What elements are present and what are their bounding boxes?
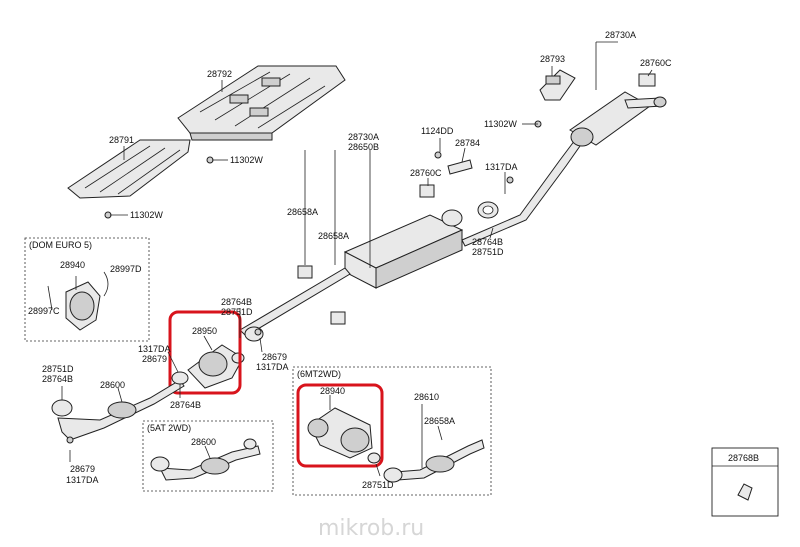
label-1317DA-center: 1317DA [256, 362, 289, 372]
label-28610: 28610 [414, 392, 439, 402]
heat-shield-28792[interactable] [177, 65, 346, 141]
label-1317DA-bottom: 1317DA [66, 475, 99, 485]
label-28751D-left: 28751D [42, 364, 74, 374]
label-28760C-mid: 28760C [410, 168, 442, 178]
label-28658A-b: 28658A [318, 231, 349, 241]
label-1317DA-top: 1317DA [485, 162, 518, 172]
label-28940-mt: 28940 [320, 386, 345, 396]
label-28600: 28600 [100, 380, 125, 390]
label-28730A-mid: 28730A [348, 132, 379, 142]
bracket-28784[interactable] [447, 159, 473, 175]
label-28730A-top: 28730A [605, 30, 636, 40]
label-28764B-bottom: 28764B [170, 400, 201, 410]
label-28751D-center: 28751D [221, 307, 253, 317]
watermark: mikrob.ru [318, 516, 424, 541]
label-6mt-2wd: (6MT2WD) [297, 369, 341, 379]
label-28997D: 28997D [110, 264, 142, 274]
label-11302W-right: 11302W [484, 119, 517, 129]
leader-lines [61, 41, 653, 477]
main-muffler-28730A[interactable] [343, 214, 464, 289]
label-28784: 28784 [455, 138, 480, 148]
catalytic-converter-28950[interactable] [187, 344, 245, 389]
label-28679-bottom: 28679 [70, 464, 95, 474]
label-1317DA-left: 1317DA [138, 344, 171, 354]
catalytic-converter-28940-mt[interactable] [307, 407, 381, 464]
label-28679-center: 28679 [262, 352, 287, 362]
6mt-2wd-box [292, 366, 492, 496]
part-box-28768B [711, 447, 779, 517]
label-28658A-mt: 28658A [424, 416, 455, 426]
label-28751D-mt: 28751D [362, 480, 394, 490]
label-28650B: 28650B [348, 142, 379, 152]
label-1124DD: 1124DD [421, 126, 454, 136]
label-28600-5at: 28600 [191, 437, 216, 447]
catalytic-converter-28940-euro[interactable] [47, 271, 109, 331]
label-11302W-left: 11302W [130, 210, 163, 220]
front-pipe-28610[interactable] [383, 439, 485, 483]
label-28940-euro: 28940 [60, 260, 85, 270]
highlight-28940-mt [296, 383, 384, 468]
label-28768B: 28768B [728, 453, 759, 463]
label-28793: 28793 [540, 54, 565, 64]
gasket-28764B-right[interactable] [477, 201, 499, 219]
label-28764B-right: 28764B [472, 237, 503, 247]
label-28760C-top: 28760C [640, 58, 672, 68]
hanger-28793[interactable] [539, 69, 576, 101]
label-5at-2wd: (5AT 2WD) [147, 423, 191, 433]
hanger-28658A-b[interactable] [330, 311, 346, 325]
label-28679-left: 28679 [142, 354, 167, 364]
gasket-28764B-left[interactable] [171, 371, 189, 385]
label-28997C: 28997C [28, 306, 60, 316]
label-28751D-right: 28751D [472, 247, 504, 257]
hanger-28658A-a[interactable] [297, 265, 313, 279]
label-28658A-a: 28658A [287, 207, 318, 217]
front-pipe-28600-5at[interactable] [150, 438, 261, 481]
label-28764B-center: 28764B [221, 297, 252, 307]
dom-euro5-box [24, 237, 150, 342]
rubber-hanger-28760C-top[interactable] [638, 73, 656, 87]
highlight-28950 [168, 310, 242, 395]
bolts [66, 120, 542, 444]
label-28792: 28792 [207, 69, 232, 79]
label-28950: 28950 [192, 326, 217, 336]
heat-shield-28791[interactable] [67, 139, 191, 199]
label-11302W-mid: 11302W [230, 155, 263, 165]
label-28764B-left: 28764B [42, 374, 73, 384]
label-28791: 28791 [109, 135, 134, 145]
label-dom-euro5: (DOM EURO 5) [29, 240, 92, 250]
rubber-hanger-28760C-mid[interactable] [419, 184, 435, 198]
5at-2wd-box [142, 420, 274, 492]
front-pipe-28600[interactable] [51, 379, 185, 441]
rear-muffler-28730A[interactable] [569, 91, 667, 147]
clip-28768B[interactable] [737, 483, 753, 501]
